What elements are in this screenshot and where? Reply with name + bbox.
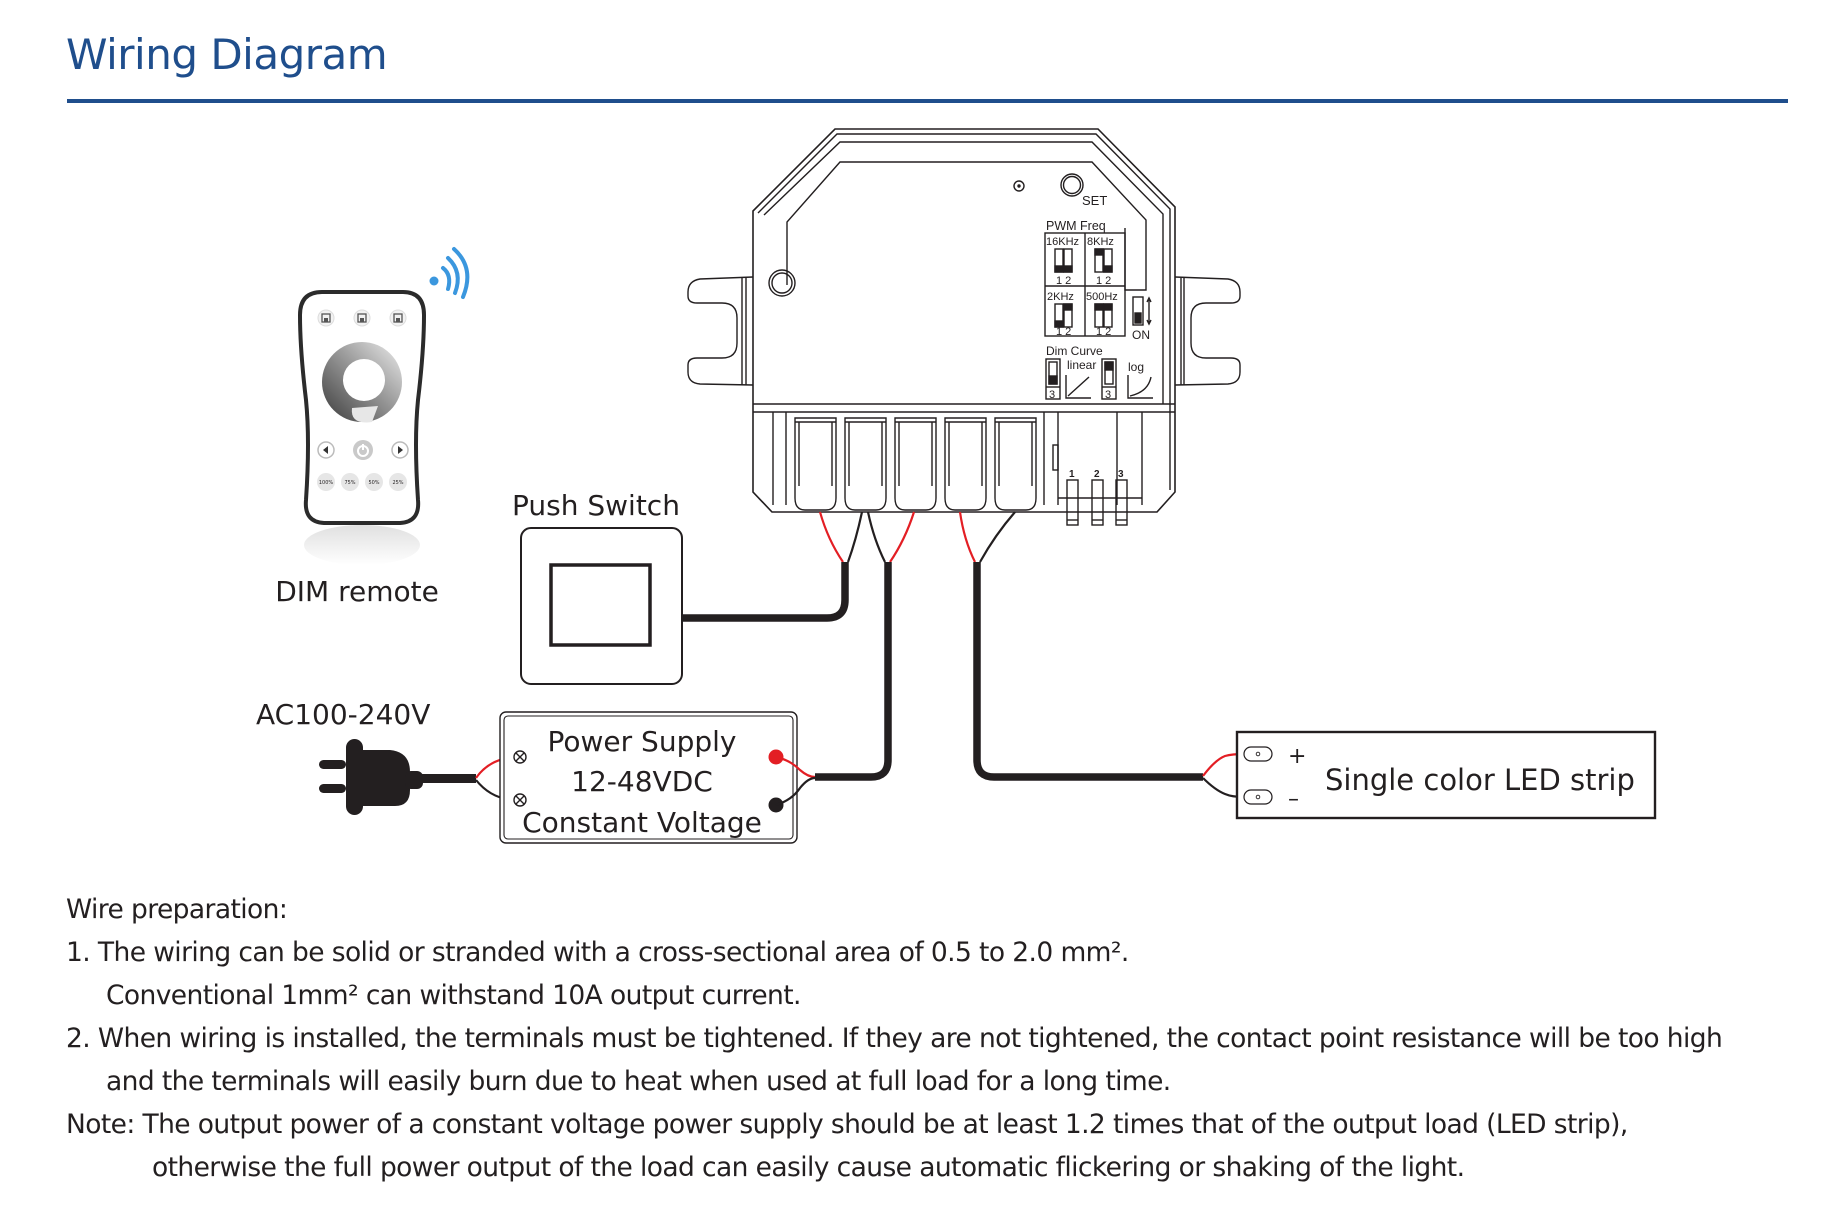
pins-label: 1 2 xyxy=(1096,275,1111,287)
led-plus-label: + xyxy=(1288,744,1306,769)
ac-input-terminals xyxy=(513,750,527,807)
preset-75: 75% xyxy=(344,480,355,486)
note-item-1: 1. The wiring can be solid or stranded w… xyxy=(66,931,1786,974)
page-title: Wiring Diagram xyxy=(66,30,388,79)
preset-100: 100% xyxy=(319,480,334,486)
dip-switch-500hz xyxy=(1094,303,1113,328)
pwm-freq-title: PWM Freq xyxy=(1046,219,1106,233)
dimming-touch-ring xyxy=(322,342,402,423)
dim-remote: 100% 75% 50% 25% DIM remote xyxy=(275,247,470,608)
power-cable xyxy=(815,562,892,781)
remote-scene-buttons xyxy=(317,309,407,327)
note-item-text: When wiring is installed, the terminals … xyxy=(97,1023,1723,1054)
notes-heading: Wire preparation: xyxy=(66,894,288,925)
power-icon xyxy=(353,440,373,460)
note-item-1-continued: Conventional 1mm² can withstand 10A outp… xyxy=(106,980,801,1011)
pins-label: 1 2 xyxy=(1056,275,1071,287)
note-item-number: 1. xyxy=(66,937,91,968)
dim-curve-log-switch xyxy=(1101,358,1117,400)
dim-curve-linear-switch xyxy=(1045,358,1061,400)
dim-curve-title: Dim Curve xyxy=(1046,344,1103,358)
note-continued: otherwise the full power output of the l… xyxy=(152,1152,1465,1183)
left-arrow-icon xyxy=(317,441,335,459)
mounting-tab-left xyxy=(687,276,754,386)
supply-line-3: Constant Voltage xyxy=(522,806,762,839)
dip-switch-8khz xyxy=(1094,248,1113,273)
ac-plug: AC100-240V xyxy=(256,698,518,815)
push-switch-label: Push Switch xyxy=(512,489,680,522)
wireless-signal-icon xyxy=(429,247,470,299)
led-strip: + – Single color LED strip xyxy=(1202,730,1657,820)
preset-50: 50% xyxy=(368,480,379,486)
pin-1-label: 1 xyxy=(1069,469,1075,480)
preset-25: 25% xyxy=(392,480,403,486)
supply-line-1: Power Supply xyxy=(548,725,737,758)
led-strip-label: Single color LED strip xyxy=(1325,763,1635,797)
led-minus-label: – xyxy=(1288,787,1299,812)
note-label: Note: xyxy=(66,1109,135,1140)
push-switch: Push Switch xyxy=(512,489,683,685)
dip-switch-16khz xyxy=(1054,248,1073,273)
housing-outer xyxy=(752,128,1176,513)
set-label: SET xyxy=(1082,193,1107,208)
pin-header xyxy=(1066,479,1128,526)
power-supply: Power Supply 12-48VDC Constant Voltage xyxy=(499,711,816,844)
note-item-2-continued: and the terminals will easily burn due t… xyxy=(106,1066,1171,1097)
title-divider xyxy=(67,99,1788,103)
pin-3-label: 3 xyxy=(1105,389,1111,401)
pin-2-label: 2 xyxy=(1094,469,1100,480)
remote-preset-buttons: 100% 75% 50% 25% xyxy=(317,473,407,491)
note: Note: The output power of a constant vol… xyxy=(66,1103,1786,1146)
pin-3-label: 3 xyxy=(1049,389,1055,401)
note-text: The output power of a constant voltage p… xyxy=(142,1109,1629,1140)
plug-icon xyxy=(319,739,476,815)
mounting-tab-right xyxy=(1174,276,1241,386)
note-item-number: 2. xyxy=(66,1023,91,1054)
led-cable xyxy=(973,562,1203,781)
pwm-option-16khz: 16KHz xyxy=(1046,236,1079,248)
terminal-leads xyxy=(818,511,1016,563)
set-button xyxy=(1060,173,1084,197)
remote-label: DIM remote xyxy=(275,575,439,608)
note-item-text: The wiring can be solid or stranded with… xyxy=(97,937,1129,968)
ac-voltage-label: AC100-240V xyxy=(256,698,430,731)
switch-cable xyxy=(682,562,849,622)
pin-3-label: 3 xyxy=(1118,469,1124,480)
save-icon xyxy=(353,309,371,327)
pins-label: 1 2 xyxy=(1056,326,1071,338)
pwm-option-2khz: 2KHz xyxy=(1047,291,1074,303)
wiring-diagram: 100% 75% 50% 25% DIM remote xyxy=(256,128,1657,844)
controller-module: SET PWM Freq 16KHz 8KHz 2KHz 500Hz 1 2 1… xyxy=(687,128,1241,526)
save-icon xyxy=(317,309,335,327)
right-arrow-icon xyxy=(391,441,409,459)
cables xyxy=(682,562,1203,781)
linear-curve-icon xyxy=(1065,375,1091,399)
dip-switch-2khz xyxy=(1054,303,1073,328)
supply-line-2: 12-48VDC xyxy=(571,765,713,798)
note-item-2: 2. When wiring is installed, the termina… xyxy=(66,1017,1786,1060)
pwm-option-500hz: 500Hz xyxy=(1086,291,1118,303)
pins-label: 1 2 xyxy=(1096,326,1111,338)
log-curve-icon xyxy=(1127,375,1153,399)
dim-curve-log-label: log xyxy=(1128,360,1144,374)
wire-preparation-notes: Wire preparation: 1. The wiring can be s… xyxy=(66,888,1786,1189)
on-direction-legend xyxy=(1132,296,1152,326)
save-icon xyxy=(389,309,407,327)
screw-terminals xyxy=(794,417,1037,511)
dim-curve-linear-label: linear xyxy=(1067,358,1096,372)
pwm-option-8khz: 8KHz xyxy=(1087,236,1114,248)
on-label: ON xyxy=(1132,328,1150,342)
